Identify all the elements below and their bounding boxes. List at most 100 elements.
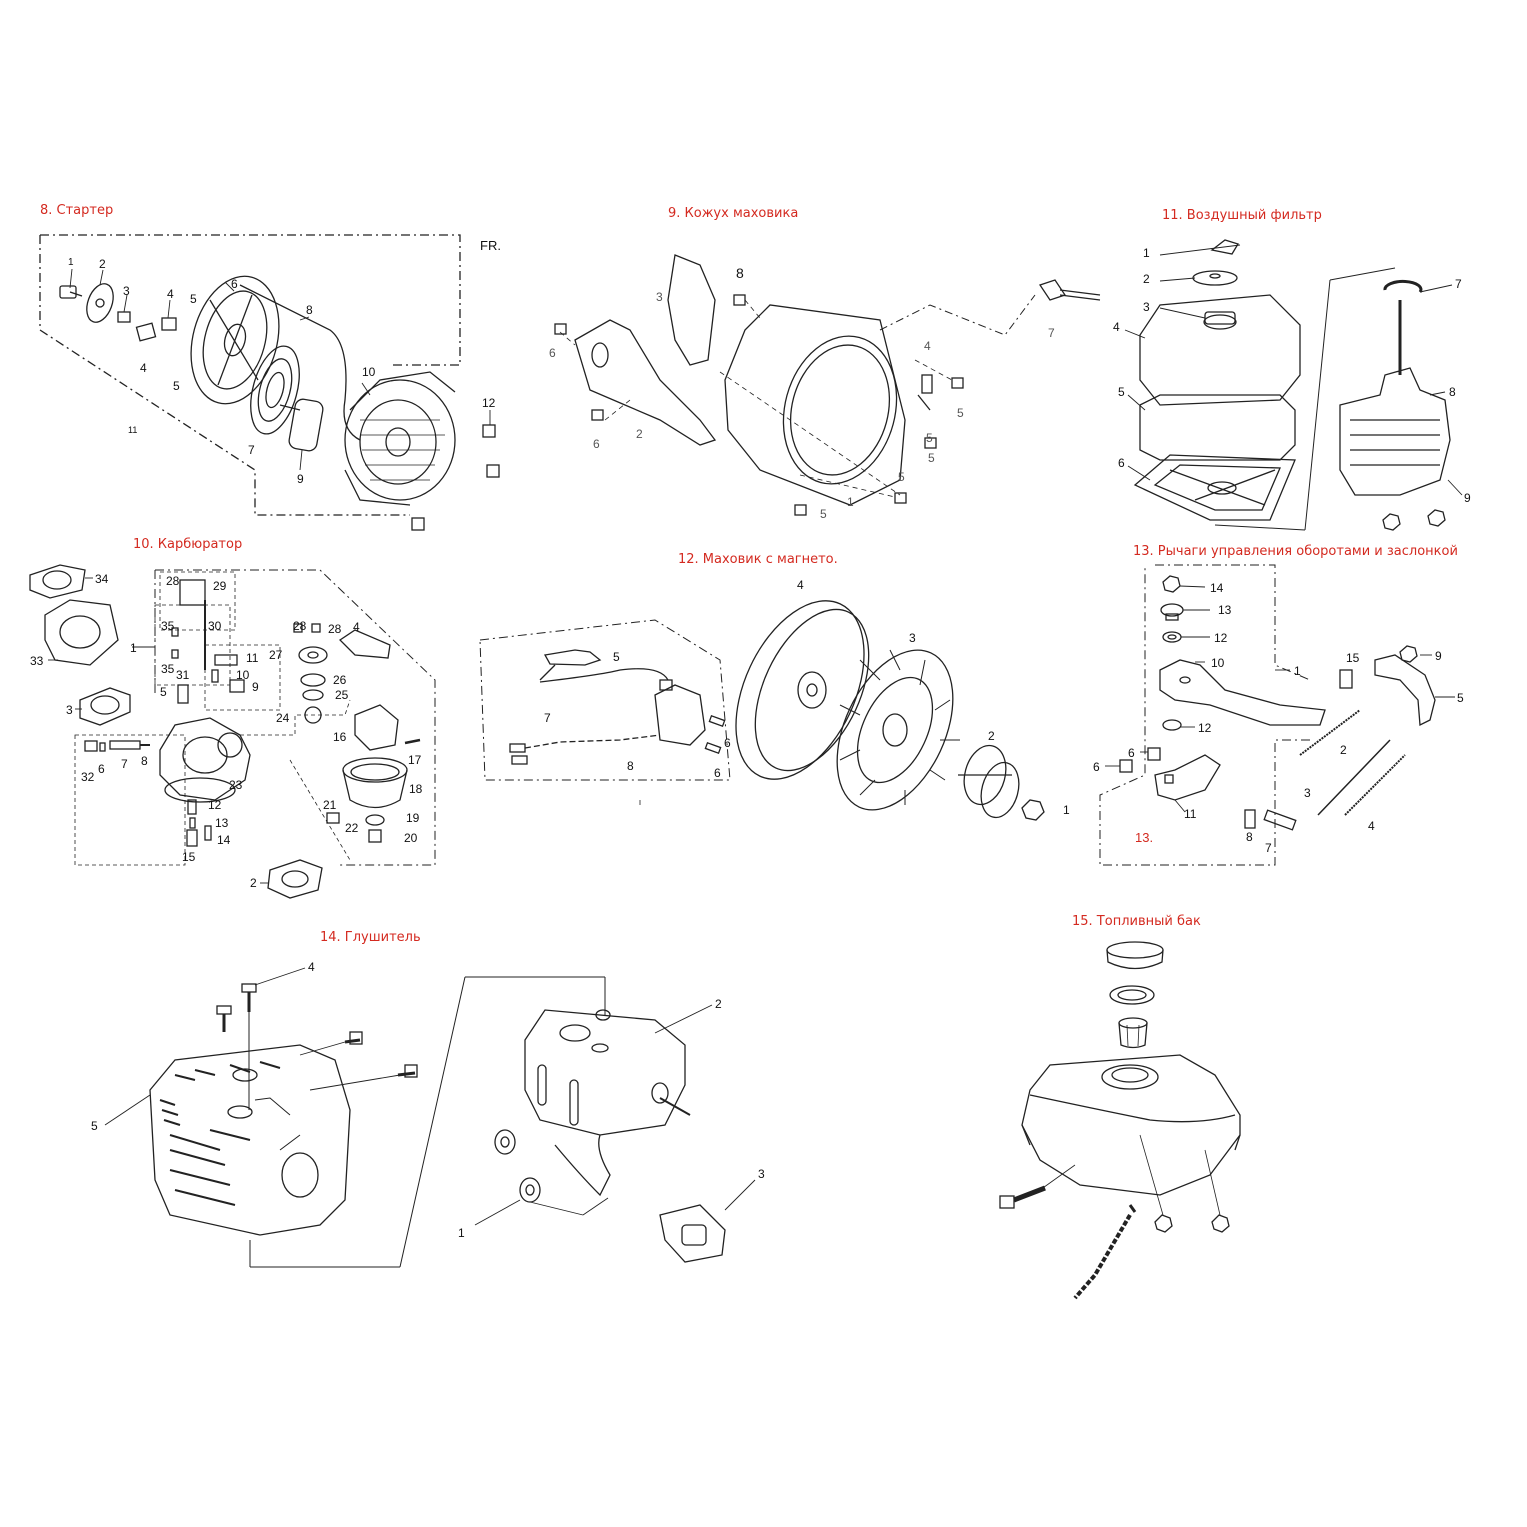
part-number: 13. <box>1135 830 1154 845</box>
spring-4 <box>1344 754 1406 816</box>
shield-bolts-4 <box>216 983 418 1078</box>
part-number: 3 <box>909 631 916 645</box>
part-number: 7 <box>1265 841 1272 855</box>
part-number: 35 <box>161 662 175 676</box>
part-number: 18 <box>409 782 423 796</box>
part-number: 9 <box>297 472 304 486</box>
part-number: 6 <box>593 437 600 451</box>
jets <box>186 799 212 847</box>
part-number: 6 <box>549 346 556 360</box>
part-number: 5 <box>898 470 905 484</box>
gasket-34 <box>29 564 86 599</box>
title-carburetor: 10. Карбюратор <box>133 537 243 552</box>
clip-7 <box>1383 279 1423 293</box>
fuel-strainer <box>1118 1017 1148 1049</box>
flywheel-cover-assembly <box>554 254 1101 516</box>
gasket-2 <box>267 859 323 899</box>
part-number: 1 <box>68 257 74 268</box>
part-number: 7 <box>121 757 128 771</box>
part-number: 5 <box>1457 691 1464 705</box>
part-number: 11 <box>128 425 138 435</box>
title-fuel-tank: 15. Топливный бак <box>1072 914 1201 929</box>
part-number: 5 <box>820 507 827 521</box>
part-number: 21 <box>323 798 337 812</box>
heat-shield-5 <box>149 1044 351 1236</box>
part-number: 7 <box>1048 326 1055 340</box>
spark-plug-cap <box>539 649 602 681</box>
part-number: 5 <box>173 379 180 393</box>
part-number: 11 <box>246 651 259 665</box>
part-number: 4 <box>797 578 804 592</box>
part-number: 8 <box>736 265 744 281</box>
part-number: 2 <box>1143 272 1150 286</box>
switch-4 <box>917 374 933 411</box>
fuel-line <box>1073 1204 1137 1300</box>
float-16 <box>354 704 399 751</box>
part-number: 22 <box>345 821 359 835</box>
cap-gasket <box>1109 985 1155 1005</box>
part-number: 5 <box>928 451 935 465</box>
fuel-tank-assembly <box>999 941 1241 1300</box>
part-number: 14 <box>217 833 231 847</box>
part-number: 14 <box>1210 581 1224 595</box>
filter-element <box>1139 394 1296 461</box>
cooling-fan-3 <box>836 649 960 811</box>
part-number: 17 <box>408 753 422 767</box>
starter-spiral-spring <box>250 345 300 435</box>
part-number: 3 <box>1143 300 1150 314</box>
control-levers-assembly <box>1099 564 1455 866</box>
part-number: 5 <box>957 406 964 420</box>
part-number: 6 <box>1093 760 1100 774</box>
part-number: 6 <box>714 766 721 780</box>
part-number: 1 <box>1294 664 1301 678</box>
part-number: 1 <box>847 495 854 509</box>
starter-rope <box>239 284 361 441</box>
needle-parts <box>171 579 245 704</box>
part-number: 6 <box>231 277 238 291</box>
part-number: 33 <box>30 654 44 668</box>
part-number: 13 <box>1218 603 1232 617</box>
air-box-8 <box>1339 367 1451 496</box>
part-number: 12 <box>1214 631 1228 645</box>
part-number: 9 <box>1464 491 1471 505</box>
starter-handle <box>279 398 324 452</box>
part-number: 10 <box>236 668 250 682</box>
part-number: 4 <box>308 960 315 974</box>
part-number: 5 <box>190 292 197 306</box>
part-number: 5 <box>613 650 620 664</box>
part-number: 10 <box>362 365 376 379</box>
ground-wire <box>509 734 661 765</box>
title-starter: 8. Стартер <box>40 203 114 218</box>
part-number: 10 <box>1211 656 1225 670</box>
part-number: 27 <box>269 648 283 662</box>
part-number: 32 <box>81 770 95 784</box>
choke-parts <box>298 646 328 724</box>
starter-ratchet <box>86 283 114 323</box>
part-number: 1 <box>1143 246 1150 260</box>
part-number: 7 <box>544 711 551 725</box>
part-number: 8 <box>1449 385 1456 399</box>
choke-lever-4 <box>293 623 391 659</box>
part-number: 6 <box>1128 746 1135 760</box>
title-flywheel-cover: 9. Кожух маховика <box>668 206 799 221</box>
float-bowl-18 <box>342 757 408 809</box>
part-number: 5 <box>160 685 167 699</box>
starter-bolt-right <box>411 424 500 531</box>
insulator-33 <box>44 599 119 666</box>
starter-cup-2 <box>958 744 1020 819</box>
ignition-coil <box>654 679 706 746</box>
filter-base <box>1133 454 1296 521</box>
part-number: 12 <box>1198 721 1212 735</box>
part-number: 7 <box>248 443 255 457</box>
part-number: 9 <box>252 680 259 694</box>
part-number: 6 <box>1118 456 1125 470</box>
part-number: 4 <box>1113 320 1120 334</box>
part-number: 28 <box>166 574 180 588</box>
part-number: 4 <box>1368 819 1375 833</box>
screw-7-8 <box>1244 809 1297 831</box>
starter-pawl <box>135 317 177 342</box>
part-number: 2 <box>99 257 106 271</box>
part-number: 3 <box>1304 786 1311 800</box>
front-marker: FR. <box>480 238 501 253</box>
